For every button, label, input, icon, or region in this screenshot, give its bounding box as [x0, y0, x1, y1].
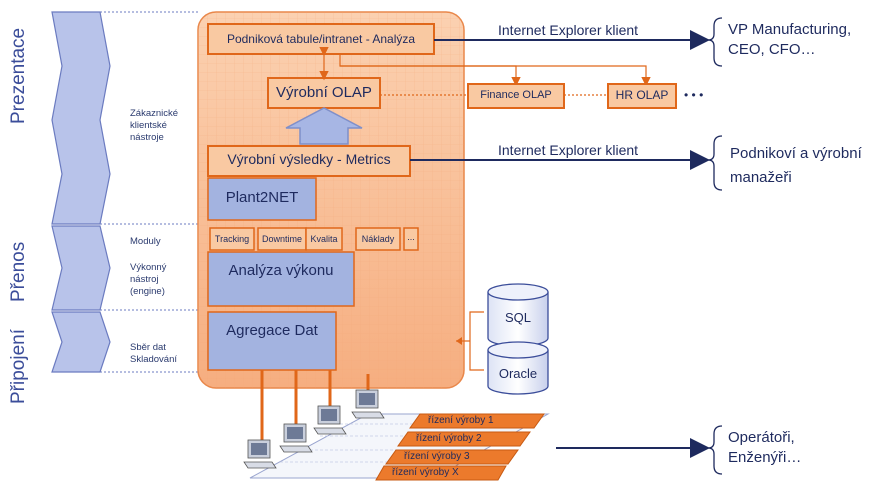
analysis-label: Analýza výkonu — [228, 262, 334, 279]
metrics-label: Výrobní výsledky - Metrics — [227, 151, 391, 167]
module-tracking-box — [209, 227, 255, 251]
note-line: nástroje — [130, 132, 164, 143]
brace-operators — [707, 425, 723, 475]
line-box-1 — [409, 413, 545, 429]
plant2net-label: Plant2NET — [225, 189, 299, 206]
sql-cylinder — [487, 283, 549, 347]
layer-label-prenos: Přenos — [8, 241, 29, 302]
line-box-3 — [385, 449, 519, 465]
audience-line: Operátoři, — [728, 429, 795, 446]
oracle-label: Oracle — [498, 366, 538, 381]
finance-olap-box — [467, 83, 565, 109]
audience-line: Enženýři… — [728, 449, 802, 466]
module-kvalita-label: Kvalita — [310, 234, 338, 244]
computer-icon — [243, 439, 277, 469]
note-modules: Moduly — [130, 236, 161, 247]
brace-executives — [707, 17, 723, 67]
analysis-box — [207, 251, 355, 307]
production-line-label: řízení výroby 2 — [416, 433, 482, 444]
note-client-tools: Zákaznické klientské nástroje — [130, 108, 178, 144]
metrics-box — [207, 145, 411, 177]
computer-icon — [351, 389, 385, 419]
layer-label-prezentace: Prezentace — [8, 27, 29, 124]
module-downtime-label: Downtime — [261, 234, 302, 244]
note-line: (engine) — [130, 286, 165, 297]
plant2net-box — [207, 177, 317, 221]
module-naklady-box — [355, 227, 401, 251]
olap-more-dots: • • • — [684, 88, 704, 102]
note-line: nástroj — [130, 274, 159, 285]
production-olap-label: Výrobní OLAP — [276, 84, 372, 101]
module-kvalita-box — [305, 227, 343, 251]
finance-olap-label: Finance OLAP — [480, 89, 552, 101]
aggregation-label: Agregace Dat — [226, 322, 318, 339]
production-line-label: řízení výroby 3 — [404, 451, 470, 462]
audience-managers: Podnikoví a výrobní manažeři — [730, 142, 862, 190]
audience-line: Podnikoví a výrobní — [730, 145, 862, 162]
layer-chevron-presentation — [51, 11, 111, 225]
module-more-box — [403, 227, 419, 251]
note-line: Sběr dat — [130, 342, 166, 353]
line-box-4 — [375, 465, 507, 481]
computer-icon — [279, 423, 313, 453]
dashboard-label: Podniková tabule/intranet - Analýza — [226, 32, 416, 46]
up-arrow — [285, 107, 363, 145]
oracle-cylinder — [487, 341, 549, 395]
audience-line: VP Manufacturing, — [728, 21, 852, 38]
audience-line: CEO, CFO… — [728, 41, 816, 58]
note-engine: Výkonný nástroj (engine) — [130, 262, 166, 298]
note-line: Zákaznické — [130, 108, 179, 119]
aggregation-box — [207, 311, 337, 371]
note-line: klientské — [130, 120, 167, 131]
hr-olap-label: HR OLAP — [615, 88, 669, 102]
module-more-label: ... — [407, 232, 415, 242]
production-line-label: řízení výroby X — [392, 467, 459, 478]
layer-chevron-connection — [51, 311, 111, 373]
audience-line: manažeři — [730, 169, 792, 186]
module-tracking-label: Tracking — [214, 234, 250, 244]
layer-label-pripojeni: Připojení — [8, 329, 29, 404]
audience-operators: Operátoři, Enženýři… — [728, 428, 801, 468]
computer-icon — [313, 405, 347, 435]
brace-managers — [707, 135, 723, 191]
module-naklady-label: Náklady — [361, 234, 395, 244]
production-olap-box — [267, 77, 381, 109]
audience-executives: VP Manufacturing, CEO, CFO… — [728, 20, 851, 60]
note-line: Skladování — [130, 354, 178, 365]
hr-olap-box — [607, 83, 677, 109]
layer-chevron-transfer — [51, 225, 111, 311]
note-line: Výkonný — [130, 262, 167, 273]
sql-label: SQL — [504, 310, 531, 325]
note-data-collection: Sběr dat Skladování — [130, 342, 177, 366]
ie-client-mid: Internet Explorer klient — [498, 142, 639, 158]
line-box-2 — [397, 431, 531, 447]
ie-client-top: Internet Explorer klient — [498, 22, 639, 38]
production-line-label: řízení výroby 1 — [428, 415, 494, 426]
